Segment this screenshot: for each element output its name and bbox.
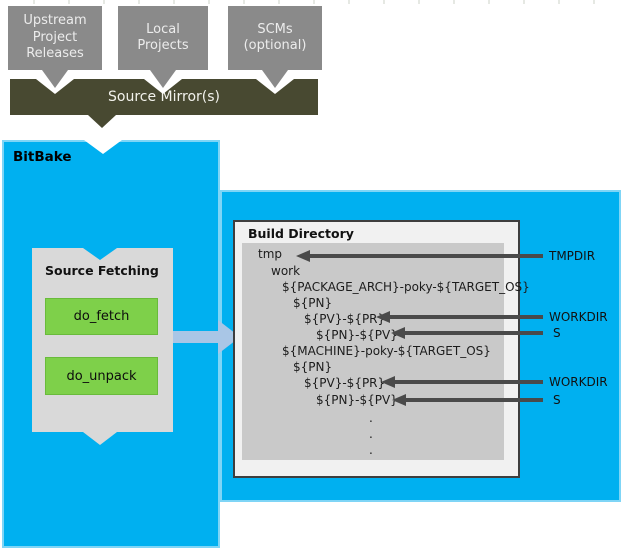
workdir-arrow-head-icon-1 — [376, 311, 390, 323]
tree-line-pn-pv-2: ${PN}-${PV} — [316, 393, 398, 407]
upstream-project-releases-label: Upstream Project Releases — [23, 13, 87, 62]
workdir-arrow-line-2 — [394, 380, 543, 384]
workdir-arrow-line-1 — [389, 315, 543, 319]
source-fetching-title: Source Fetching — [45, 263, 159, 278]
do-unpack-task-box: do_unpack — [45, 357, 158, 395]
tree-line-machine: ${MACHINE}-poky-${TARGET_OS} — [282, 344, 491, 358]
tmpdir-label: TMPDIR — [549, 249, 596, 263]
scms-box: SCMs (optional) — [228, 6, 322, 70]
tree-ellipsis-dot-2: . — [369, 427, 373, 441]
mirror-down-arrow — [88, 115, 116, 128]
bitbake-label: BitBake — [13, 149, 72, 165]
tree-line-package-arch: ${PACKAGE_ARCH}-poky-${TARGET_OS} — [282, 280, 530, 294]
source-fetching-down-arrow — [83, 432, 117, 445]
local-projects-box: Local Projects — [118, 6, 208, 70]
tmpdir-arrow-line — [308, 254, 543, 258]
tree-line-pn-2: ${PN} — [293, 360, 333, 374]
s-arrow-head-icon-2 — [392, 394, 406, 406]
top-grid-artifact — [0, 0, 621, 4]
upstream-project-releases-box: Upstream Project Releases — [8, 6, 102, 70]
tree-line-tmp: tmp — [258, 247, 283, 261]
s-arrow-line-1 — [404, 331, 543, 335]
local-connector-arrow — [150, 70, 176, 88]
tree-line-pv-pr-2: ${PV}-${PR} — [304, 376, 386, 390]
do-unpack-label: do_unpack — [66, 368, 137, 384]
s-label-2: S — [553, 393, 561, 407]
build-directory-tree-panel — [242, 243, 504, 460]
workdir-label-2: WORKDIR — [549, 375, 608, 389]
tmpdir-arrow-head-icon — [296, 250, 310, 262]
s-arrow-line-2 — [405, 398, 543, 402]
source-fetching-panel — [32, 248, 173, 432]
s-label-1: S — [553, 326, 561, 340]
source-mirror-label: Source Mirror(s) — [108, 89, 220, 105]
tree-line-pn-1: ${PN} — [293, 296, 333, 310]
build-directory-title: Build Directory — [248, 226, 354, 241]
scms-label: SCMs (optional) — [243, 21, 307, 53]
bitbake-top-notch — [84, 140, 122, 154]
tree-line-work: work — [271, 264, 301, 278]
workdir-arrow-head-icon-2 — [381, 376, 395, 388]
tree-ellipsis-dot-1: . — [369, 411, 373, 425]
scms-connector-arrow — [262, 70, 288, 88]
source-fetching-top-notch — [83, 248, 117, 260]
local-projects-label: Local Projects — [137, 21, 189, 53]
tree-ellipsis-dot-3: . — [369, 443, 373, 457]
do-fetch-task-box: do_fetch — [45, 298, 158, 335]
flow-arrow-body — [173, 331, 219, 343]
tree-line-pn-pv-1: ${PN}-${PV} — [316, 328, 398, 342]
do-fetch-label: do_fetch — [73, 309, 130, 324]
workdir-label-1: WORKDIR — [549, 310, 608, 324]
s-arrow-head-icon-1 — [391, 327, 405, 339]
upstream-connector-arrow — [42, 70, 68, 88]
tree-line-pv-pr-1: ${PV}-${PR} — [304, 312, 386, 326]
